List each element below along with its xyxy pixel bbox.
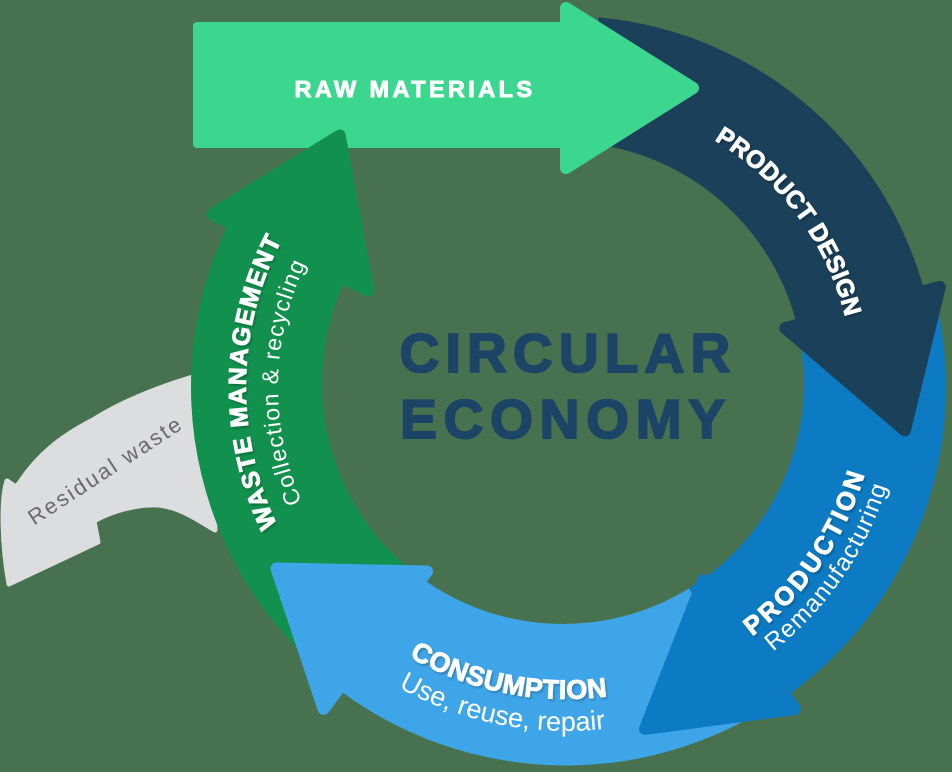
svg-text:CIRCULAR: CIRCULAR <box>400 322 737 384</box>
svg-text:ECONOMY: ECONOMY <box>400 388 732 450</box>
svg-text:RAW MATERIALS: RAW MATERIALS <box>295 76 536 102</box>
